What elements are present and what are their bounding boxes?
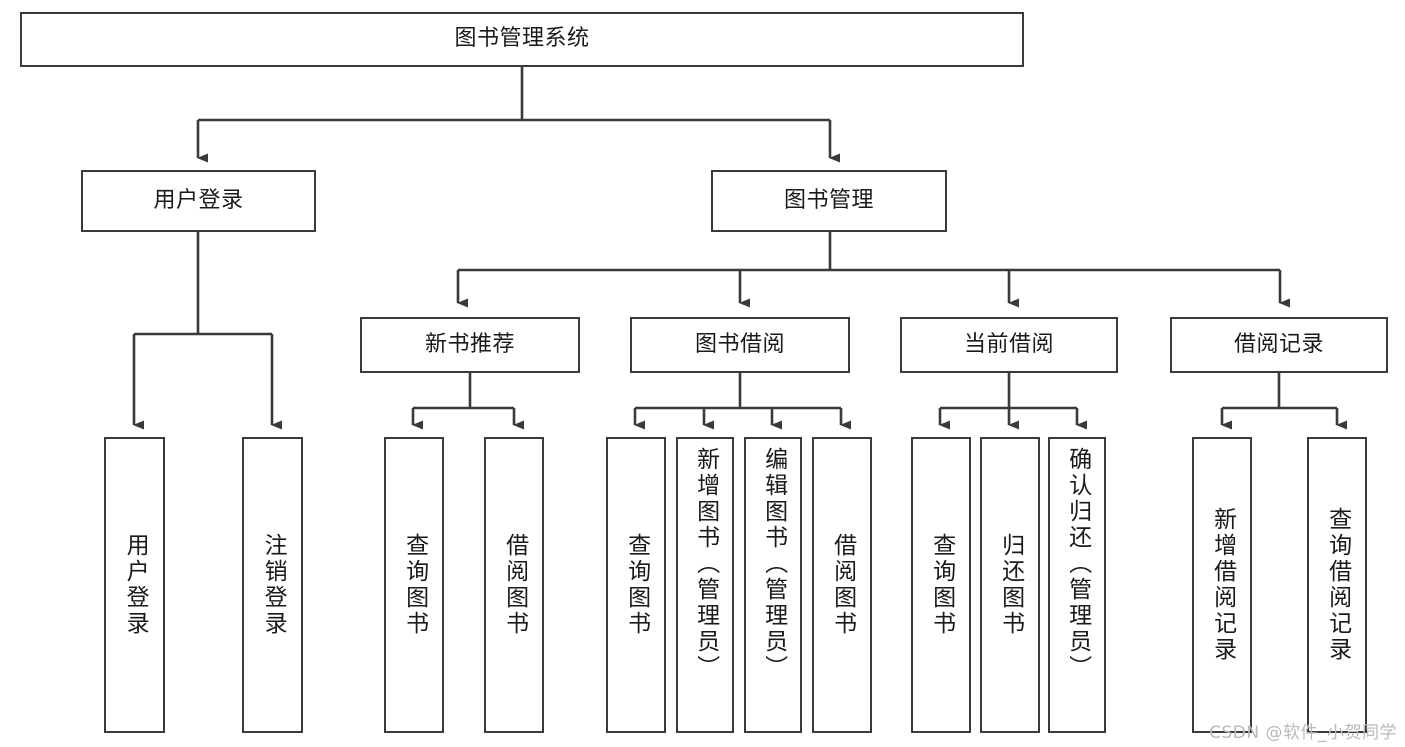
node-leaf-edit-book-label: 编辑图书（管理员） (760, 447, 787, 681)
node-leaf-add-record[interactable]: 新增借阅记录 (1192, 437, 1252, 733)
node-book-borrow[interactable]: 图书借阅 (630, 317, 850, 373)
node-leaf-confirm-return[interactable]: 确认归还（管理员） (1048, 437, 1106, 733)
node-leaf-user-login[interactable]: 用户登录 (104, 437, 165, 733)
node-root-label: 图书管理系统 (454, 26, 590, 52)
node-user-login-label: 用户登录 (153, 187, 244, 213)
node-leaf-borrow-book-1[interactable]: 借阅图书 (484, 437, 544, 733)
node-leaf-return-book-label: 归还图书 (997, 533, 1024, 637)
node-root[interactable]: 图书管理系统 (20, 12, 1024, 67)
node-borrow-records[interactable]: 借阅记录 (1170, 317, 1388, 373)
node-leaf-user-logout-label: 注销登录 (260, 533, 287, 637)
node-leaf-query-book-3[interactable]: 查询图书 (911, 437, 971, 733)
node-leaf-add-book[interactable]: 新增图书（管理员） (676, 437, 734, 733)
node-leaf-add-book-label: 新增图书（管理员） (692, 447, 719, 681)
node-leaf-query-book-1[interactable]: 查询图书 (384, 437, 444, 733)
node-leaf-query-book-2[interactable]: 查询图书 (606, 437, 666, 733)
node-leaf-borrow-book-2[interactable]: 借阅图书 (812, 437, 872, 733)
node-leaf-query-book-2-label: 查询图书 (623, 533, 650, 637)
node-leaf-borrow-book-2-label: 借阅图书 (829, 533, 856, 637)
node-user-login[interactable]: 用户登录 (81, 170, 316, 232)
node-leaf-return-book[interactable]: 归还图书 (980, 437, 1040, 733)
node-book-borrow-label: 图书借阅 (694, 331, 785, 357)
node-leaf-edit-book[interactable]: 编辑图书（管理员） (744, 437, 802, 733)
node-borrow-records-label: 借阅记录 (1233, 331, 1324, 357)
node-leaf-query-book-1-label: 查询图书 (401, 533, 428, 637)
node-leaf-add-record-label: 新增借阅记录 (1209, 507, 1236, 663)
node-leaf-query-record[interactable]: 查询借阅记录 (1307, 437, 1367, 733)
node-new-book-recommend-label: 新书推荐 (424, 331, 515, 357)
node-leaf-query-record-label: 查询借阅记录 (1324, 507, 1351, 663)
node-current-borrow[interactable]: 当前借阅 (900, 317, 1118, 373)
csdn-watermark: CSDN @软件_小贺同学 (1209, 723, 1397, 743)
node-new-book-recommend[interactable]: 新书推荐 (360, 317, 580, 373)
node-leaf-borrow-book-1-label: 借阅图书 (501, 533, 528, 637)
node-leaf-user-logout[interactable]: 注销登录 (242, 437, 303, 733)
node-leaf-query-book-3-label: 查询图书 (928, 533, 955, 637)
node-current-borrow-label: 当前借阅 (963, 331, 1054, 357)
node-leaf-confirm-return-label: 确认归还（管理员） (1064, 447, 1091, 681)
node-leaf-user-login-label: 用户登录 (122, 533, 149, 637)
node-book-management-label: 图书管理 (783, 187, 874, 213)
node-book-management[interactable]: 图书管理 (711, 170, 947, 232)
